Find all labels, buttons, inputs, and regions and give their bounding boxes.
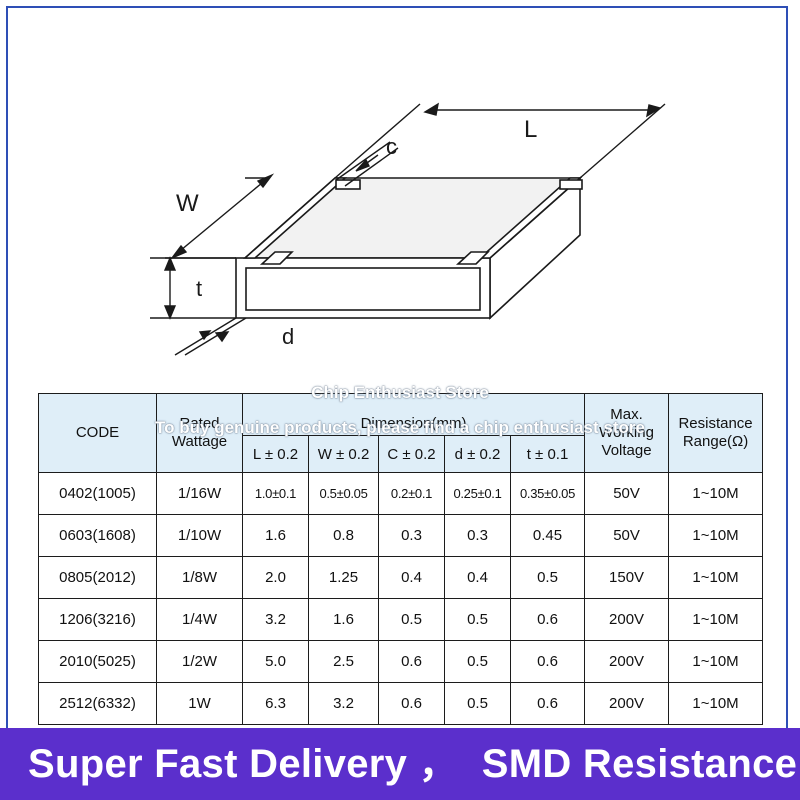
cell-L: 6.3 (242, 682, 309, 725)
cell-voltage: 200V (584, 682, 670, 725)
cell-range: 1~10M (668, 640, 764, 683)
cell-wattage: 1/10W (156, 514, 243, 557)
label-t: t (196, 276, 202, 301)
header-rated-wattage: Rated Wattage (156, 393, 243, 473)
header-dimension: Dimension(mm) (241, 392, 586, 437)
table-row: 0603(1608) 1/10W 1.6 0.8 0.3 0.3 0.45 50… (38, 514, 764, 557)
cell-range: 1~10M (668, 556, 764, 599)
cell-d: 0.25±0.1 (444, 472, 511, 515)
cell-range: 1~10M (668, 682, 764, 725)
cell-voltage: 150V (584, 556, 670, 599)
table-row: 1206(3216) 1/4W 3.2 1.6 0.5 0.5 0.6 200V… (38, 598, 764, 641)
cell-range: 1~10M (668, 598, 764, 641)
cell-L: 1.0±0.1 (242, 472, 309, 515)
header-max-voltage: Max. Working Voltage (584, 393, 670, 473)
table-header-row: CODE Rated Wattage Dimension(mm) Max. Wo… (38, 392, 764, 473)
table-row: 0805(2012) 1/8W 2.0 1.25 0.4 0.4 0.5 150… (38, 556, 764, 599)
cell-t: 0.6 (509, 640, 586, 683)
label-W: W (176, 190, 199, 217)
cell-code: 0805(2012) (38, 556, 157, 599)
subheader-L: L ± 0.2 (242, 435, 309, 473)
subheader-C: C ± 0.2 (378, 435, 445, 473)
cell-L: 1.6 (242, 514, 309, 557)
table-row: 2010(5025) 1/2W 5.0 2.5 0.6 0.5 0.6 200V… (38, 640, 764, 683)
subheader-t: t ± 0.1 (509, 435, 586, 473)
cell-C: 0.6 (378, 640, 445, 683)
electrode-pad-right (455, 251, 490, 265)
spec-table: CODE Rated Wattage Dimension(mm) Max. Wo… (38, 392, 764, 725)
cell-wattage: 1/8W (156, 556, 243, 599)
cell-code: 2512(6332) (38, 682, 157, 725)
label-L: L (524, 116, 537, 143)
chip-resistor-diagram: L W c t d (150, 102, 666, 356)
cell-wattage: 1W (156, 682, 243, 725)
cell-d: 0.5 (444, 598, 511, 641)
electrode-pad-left (259, 251, 294, 265)
cell-d: 0.3 (444, 514, 511, 557)
promo-banner: Super Fast Delivery ， SMD Resistance (0, 728, 800, 800)
cell-voltage: 200V (584, 598, 670, 641)
cell-t: 0.6 (509, 682, 586, 725)
cell-W: 1.25 (308, 556, 379, 599)
cell-code: 0603(1608) (38, 514, 157, 557)
cell-C: 0.5 (378, 598, 445, 641)
cell-t: 0.45 (509, 514, 586, 557)
cell-voltage: 200V (584, 640, 670, 683)
cell-W: 0.5±0.05 (308, 472, 379, 515)
header-resistance-range: Resistance Range(Ω) (668, 393, 764, 473)
table-row: 0402(1005) 1/16W 1.0±0.1 0.5±0.05 0.2±0.… (38, 472, 764, 515)
label-c: c (386, 134, 397, 159)
cell-wattage: 1/4W (156, 598, 243, 641)
cell-code: 2010(5025) (38, 640, 157, 683)
cell-W: 0.8 (308, 514, 379, 557)
cell-L: 3.2 (242, 598, 309, 641)
cell-d: 0.5 (444, 682, 511, 725)
cell-C: 0.2±0.1 (378, 472, 445, 515)
cell-C: 0.4 (378, 556, 445, 599)
cell-t: 0.35±0.05 (509, 472, 586, 515)
label-d: d (282, 324, 294, 349)
cell-L: 5.0 (242, 640, 309, 683)
cell-wattage: 1/2W (156, 640, 243, 683)
table-subheader-row: L ± 0.2 W ± 0.2 C ± 0.2 d ± 0.2 t ± 0.1 (39, 435, 763, 473)
cell-W: 1.6 (308, 598, 379, 641)
header-code: CODE (38, 393, 157, 473)
cell-t: 0.6 (509, 598, 586, 641)
cell-wattage: 1/16W (156, 472, 243, 515)
cell-C: 0.6 (378, 682, 445, 725)
table-row: 2512(6332) 1W 6.3 3.2 0.6 0.5 0.6 200V 1… (38, 682, 764, 725)
cell-range: 1~10M (668, 514, 764, 557)
cell-d: 0.4 (444, 556, 511, 599)
cell-voltage: 50V (584, 472, 670, 515)
cell-code: 0402(1005) (38, 472, 157, 515)
cell-voltage: 50V (584, 514, 670, 557)
cell-W: 3.2 (308, 682, 379, 725)
cell-d: 0.5 (444, 640, 511, 683)
cell-W: 2.5 (308, 640, 379, 683)
cell-range: 1~10M (668, 472, 764, 515)
subheader-d: d ± 0.2 (444, 435, 511, 473)
cell-L: 2.0 (242, 556, 309, 599)
cell-code: 1206(3216) (38, 598, 157, 641)
subheader-W: W ± 0.2 (308, 435, 379, 473)
cell-C: 0.3 (378, 514, 445, 557)
cell-t: 0.5 (509, 556, 586, 599)
